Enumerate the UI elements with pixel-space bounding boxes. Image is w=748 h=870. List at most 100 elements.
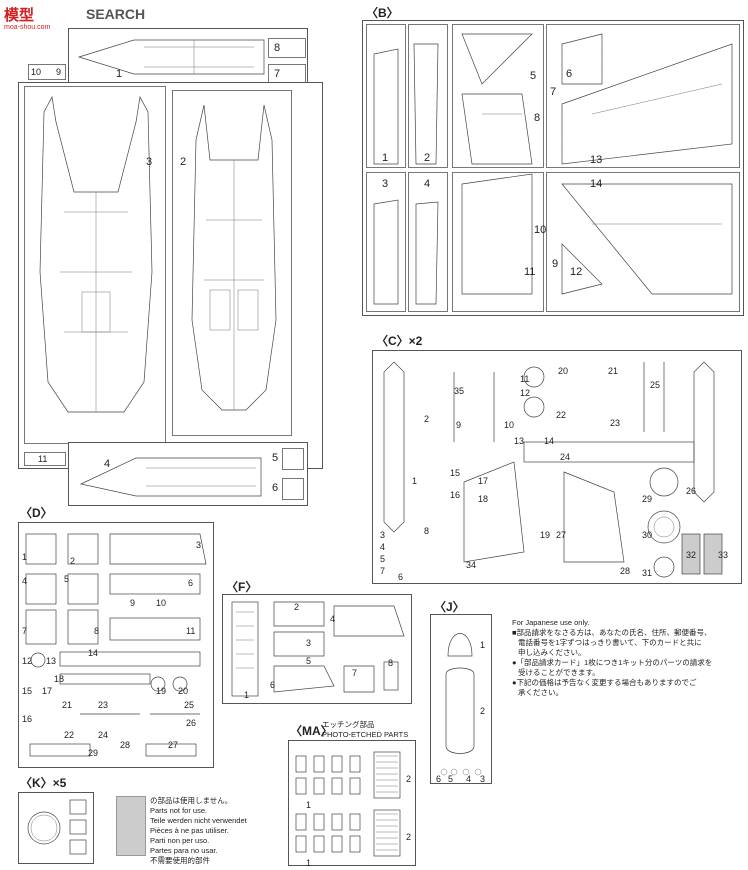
sprue-b-title: 〈B〉	[366, 6, 399, 20]
sprue-a-part-11-box	[24, 452, 66, 466]
sprue-ma-drawing	[295, 751, 401, 857]
not-used-line-3: Pièces à ne pas utiliser.	[150, 826, 229, 835]
sprue-d-label-1: 1	[22, 552, 28, 562]
watermark-site: moa-shou.com	[4, 24, 51, 31]
sprue-c-label-33: 33	[718, 550, 729, 560]
sprue-b-label-14: 14	[590, 178, 603, 190]
japanese-notice-heading: For Japanese use only.	[512, 618, 590, 627]
sprue-c-label-24: 24	[560, 452, 571, 462]
sprue-b-part-4-box	[408, 172, 448, 312]
sprue-d-label-6: 6	[188, 578, 194, 588]
sprue-d-label-18: 18	[54, 674, 65, 684]
sprue-c-label-9: 9	[456, 420, 462, 430]
japanese-notice-line-3: ●「部品請求カード」1枚につき1キット分のパーツの請求を	[512, 658, 713, 667]
sprue-d-drawing	[25, 533, 207, 757]
sprue-f-label-1: 1	[244, 690, 250, 700]
sprue-b-label-5: 5	[530, 70, 537, 82]
sprue-j-drawing	[440, 633, 482, 776]
sprue-c-label-15: 15	[450, 468, 461, 478]
sprue-ma-subtitle-en: PHOTO-ETCHED PARTS	[322, 730, 409, 739]
sprue-d-label-23: 23	[98, 700, 109, 710]
sprue-c-label-30: 30	[642, 530, 653, 540]
sprue-c-label-26: 26	[686, 486, 697, 496]
sprue-d-label-26: 26	[186, 718, 197, 728]
sprue-a-part-6-box	[282, 478, 304, 500]
sprue-c-label-20: 20	[558, 366, 569, 376]
sprue-c-label-28: 28	[620, 566, 631, 576]
sprue-b-label-9: 9	[552, 258, 559, 270]
sprue-d-label-22: 22	[64, 730, 75, 740]
sprue-c-label-5: 5	[380, 554, 386, 564]
sprue-a-part-4-drawing	[79, 457, 262, 497]
sprue-ma-frame	[288, 740, 416, 866]
sprue-c-label-7: 7	[380, 566, 386, 576]
japanese-notice-line-2: 申し込みください。	[518, 648, 586, 657]
sprue-ma-label-2-bottom: 2	[406, 832, 412, 842]
sprue-c-label-19: 19	[540, 530, 551, 540]
sprue-j-title: 〈J〉	[434, 600, 465, 614]
sprue-b-label-3: 3	[382, 178, 389, 190]
sprue-a-part-10-9-box	[28, 64, 66, 80]
watermark-search: SEARCH	[86, 6, 146, 22]
sprue-d-label-20: 20	[178, 686, 189, 696]
sprue-j-label-1: 1	[480, 640, 486, 650]
sprue-c-label-4: 4	[380, 542, 386, 552]
sprue-j-frame	[430, 614, 492, 784]
sprue-f-label-5: 5	[306, 656, 312, 666]
sprue-a-part-3-drawing	[39, 95, 153, 413]
sprue-a-part-2-drawing	[191, 104, 277, 411]
sprue-d-label-10: 10	[156, 598, 167, 608]
sprue-k-drawing	[27, 799, 87, 855]
sprue-f-label-4: 4	[330, 614, 336, 624]
sprue-d-label-7: 7	[22, 626, 28, 636]
sprue-d-label-17: 17	[42, 686, 53, 696]
sprue-d-frame	[18, 522, 214, 768]
sprue-c-label-17: 17	[478, 476, 489, 486]
japanese-notice-line-0: ■部品請求をなさる方は、あなたの氏名、住所、郵便番号、	[512, 628, 712, 637]
sprue-d-label-3: 3	[196, 540, 202, 550]
sprue-a-label-7: 7	[274, 68, 281, 80]
sprue-ma-title: 〈MA〉	[290, 724, 333, 738]
sprue-j-label-2: 2	[480, 706, 486, 716]
japanese-notice-line-6: 承ください。	[518, 688, 563, 697]
sprue-d-label-14: 14	[88, 648, 99, 658]
sprue-c-label-23: 23	[610, 418, 621, 428]
sprue-c-title: 〈C〉×2	[376, 334, 423, 348]
sprue-c-label-6: 6	[398, 572, 404, 582]
sprue-c-frame	[372, 350, 742, 584]
sprue-d-label-28: 28	[120, 740, 131, 750]
sprue-b-wings-drawing	[461, 33, 733, 295]
sprue-f-label-7: 7	[352, 668, 358, 678]
sprue-b-label-13: 13	[590, 154, 603, 166]
sprue-d-label-9: 9	[130, 598, 136, 608]
sprue-a-label-10: 10	[31, 67, 42, 77]
sprue-a-part-8-box	[268, 38, 306, 58]
sprue-c-label-12: 12	[520, 388, 531, 398]
sprue-a-part-5-box	[282, 448, 304, 470]
sprue-ma-label-1-top: 1	[306, 800, 312, 810]
sprue-c-label-27: 27	[556, 530, 567, 540]
sprue-b-label-2: 2	[424, 152, 431, 164]
sprue-f-label-2: 2	[294, 602, 300, 612]
sprue-j-label-5: 5	[448, 774, 454, 784]
sprue-f-title: 〈F〉	[226, 580, 258, 594]
sprue-d-label-24: 24	[98, 730, 109, 740]
sprue-d-label-4: 4	[22, 576, 28, 586]
sprue-b-part-10-11-box	[452, 172, 544, 312]
sprue-c-label-31: 31	[642, 568, 653, 578]
not-used-line-4: Parti non per uso.	[150, 836, 210, 845]
sprue-a-label-8: 8	[274, 42, 281, 54]
sprue-c-label-8: 8	[424, 526, 430, 536]
sprue-ma-subtitle-jp: エッチング部品	[322, 720, 375, 729]
not-used-swatch	[116, 796, 146, 856]
sprue-ma-label-2-top: 2	[406, 774, 412, 784]
sprue-b-part-3-box	[366, 172, 406, 312]
sprue-c-drawing	[383, 361, 723, 578]
not-used-line-5: Partes para no usar.	[150, 846, 218, 855]
japanese-notice-line-4: 受けることができます。	[518, 668, 600, 677]
sprue-j-label-6: 6	[436, 774, 442, 784]
not-used-line-0: の部品は使用しません。	[150, 796, 233, 805]
not-used-line-1: Parts not for use.	[150, 806, 208, 815]
sprue-a-label-1: 1	[116, 68, 123, 80]
sprue-c-label-29: 29	[642, 494, 653, 504]
